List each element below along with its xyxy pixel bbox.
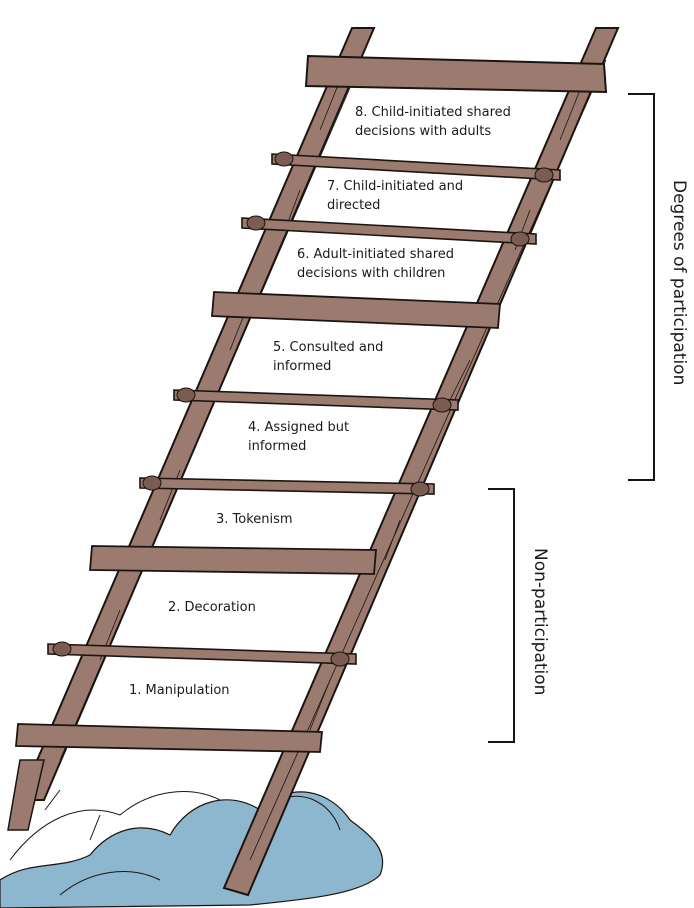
participation-group-label: Degrees of participation — [669, 180, 689, 385]
rung-5-line2: informed — [273, 359, 331, 374]
rung-4-3 — [139, 477, 435, 495]
rung-7-line2: directed — [327, 198, 380, 213]
rung-6-label: 6. Adult-initiated shared decisions with… — [297, 247, 458, 281]
rung-bottom-plank — [15, 723, 323, 753]
rung-6-line1: 6. Adult-initiated shared — [297, 247, 454, 262]
rung-3-2 — [89, 545, 377, 575]
rung-7-6 — [241, 217, 537, 245]
rung-8-label: 8. Child-initiated shared decisions with… — [355, 105, 515, 139]
rung-2-1 — [47, 643, 357, 665]
non-participation-group-label: Non-participation — [530, 548, 550, 695]
rung-4-label: 4. Assigned but informed — [248, 420, 353, 454]
non-participation-bracket: Non-participation — [488, 488, 550, 743]
rung-8-line2: decisions with adults — [355, 124, 491, 139]
rung-8-line1: 8. Child-initiated shared — [355, 105, 511, 120]
rung-4-line1: 4. Assigned but — [248, 420, 349, 435]
rung-6-5 — [211, 291, 501, 329]
participation-bracket: Degrees of participation — [628, 93, 689, 481]
ladder-left-rail-base — [7, 759, 45, 831]
shrub-illustration — [0, 789, 384, 908]
rope-ties — [52, 151, 554, 667]
rung-top-plank — [304, 54, 608, 94]
rung-5-4 — [173, 389, 459, 411]
rung-8-7 — [271, 153, 561, 181]
rung-3-label: 3. Tokenism — [216, 512, 293, 527]
rung-4-line2: informed — [248, 439, 306, 454]
rung-7-line1: 7. Child-initiated and — [327, 179, 463, 194]
wood-grain — [59, 59, 607, 861]
rung-boards — [15, 54, 608, 753]
rung-1-label: 1. Manipulation — [129, 683, 230, 698]
rung-5-line1: 5. Consulted and — [273, 340, 383, 355]
rung-6-line2: decisions with children — [297, 266, 445, 281]
rung-7-label: 7. Child-initiated and directed — [327, 179, 467, 213]
rung-5-label: 5. Consulted and informed — [273, 340, 388, 374]
rung-labels: 8. Child-initiated shared decisions with… — [129, 105, 515, 698]
rung-2-label: 2. Decoration — [168, 600, 256, 615]
